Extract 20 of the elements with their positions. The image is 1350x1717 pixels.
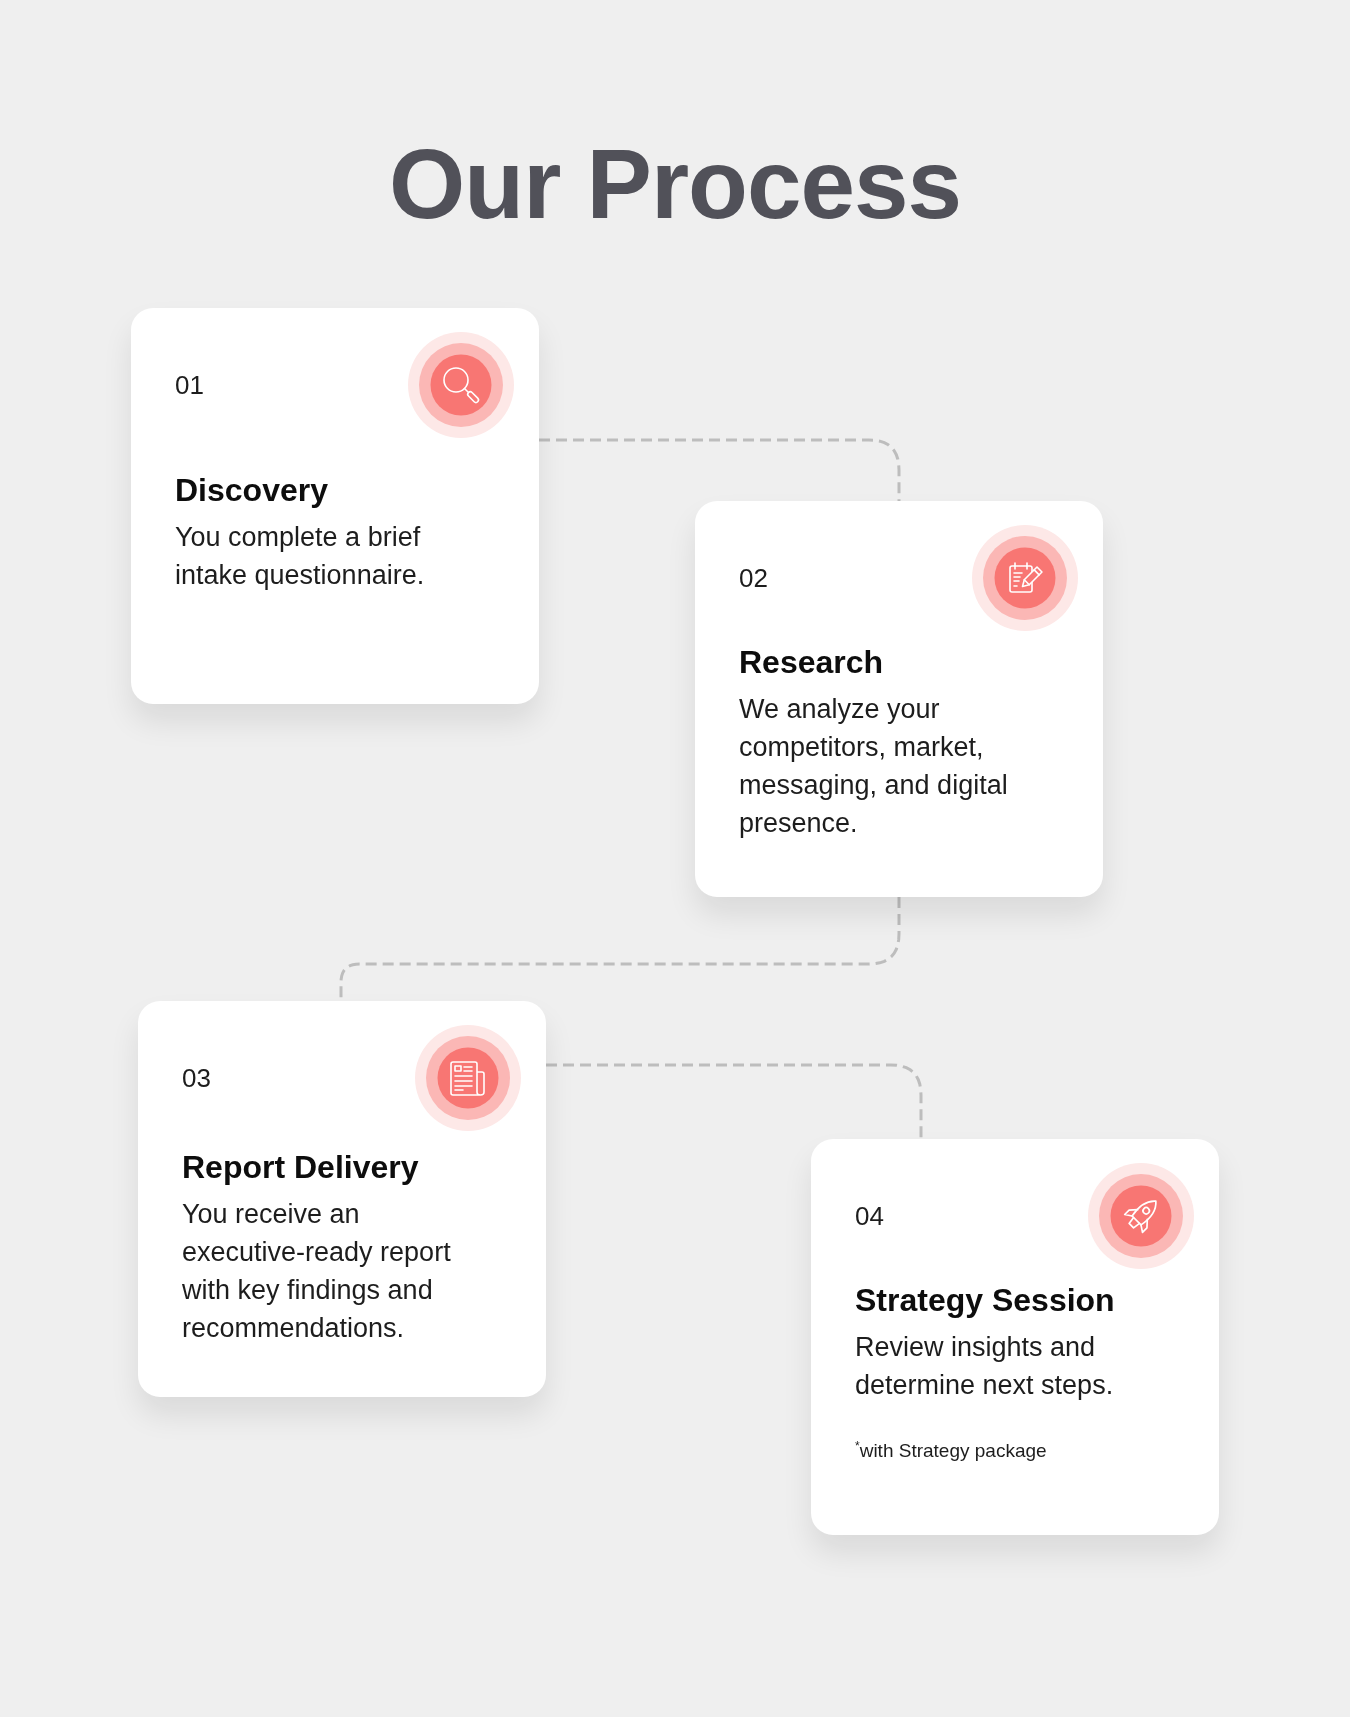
step-title: Strategy Session [855, 1281, 1115, 1320]
connector-line [546, 1063, 923, 1139]
step-description: We analyze your competitors, market, messaging, and digital presence. [739, 693, 1009, 840]
step-number: 04 [855, 1201, 884, 1231]
footnote: $^{*}$with Strategy package [855, 1438, 1047, 1464]
step-description: Review insights and determine next steps. [855, 1331, 1115, 1402]
step-title: Discovery [175, 471, 328, 510]
connector-line [539, 438, 901, 501]
step-card [811, 1139, 1219, 1535]
step-title: Research [739, 643, 884, 682]
step-card [138, 1001, 546, 1397]
step-card [131, 308, 539, 704]
step-card [695, 501, 1103, 897]
step-description: You receive an executive-ready report with key findings and recommendations. [182, 1198, 452, 1345]
step-number: 03 [182, 1063, 211, 1093]
step-title: Report Delivery [182, 1148, 419, 1187]
step-description: You complete a brief intake questionnaire. [175, 521, 426, 592]
step-number: 02 [739, 563, 768, 593]
step-number: 01 [175, 370, 204, 400]
page-title: Our Process [389, 128, 961, 240]
